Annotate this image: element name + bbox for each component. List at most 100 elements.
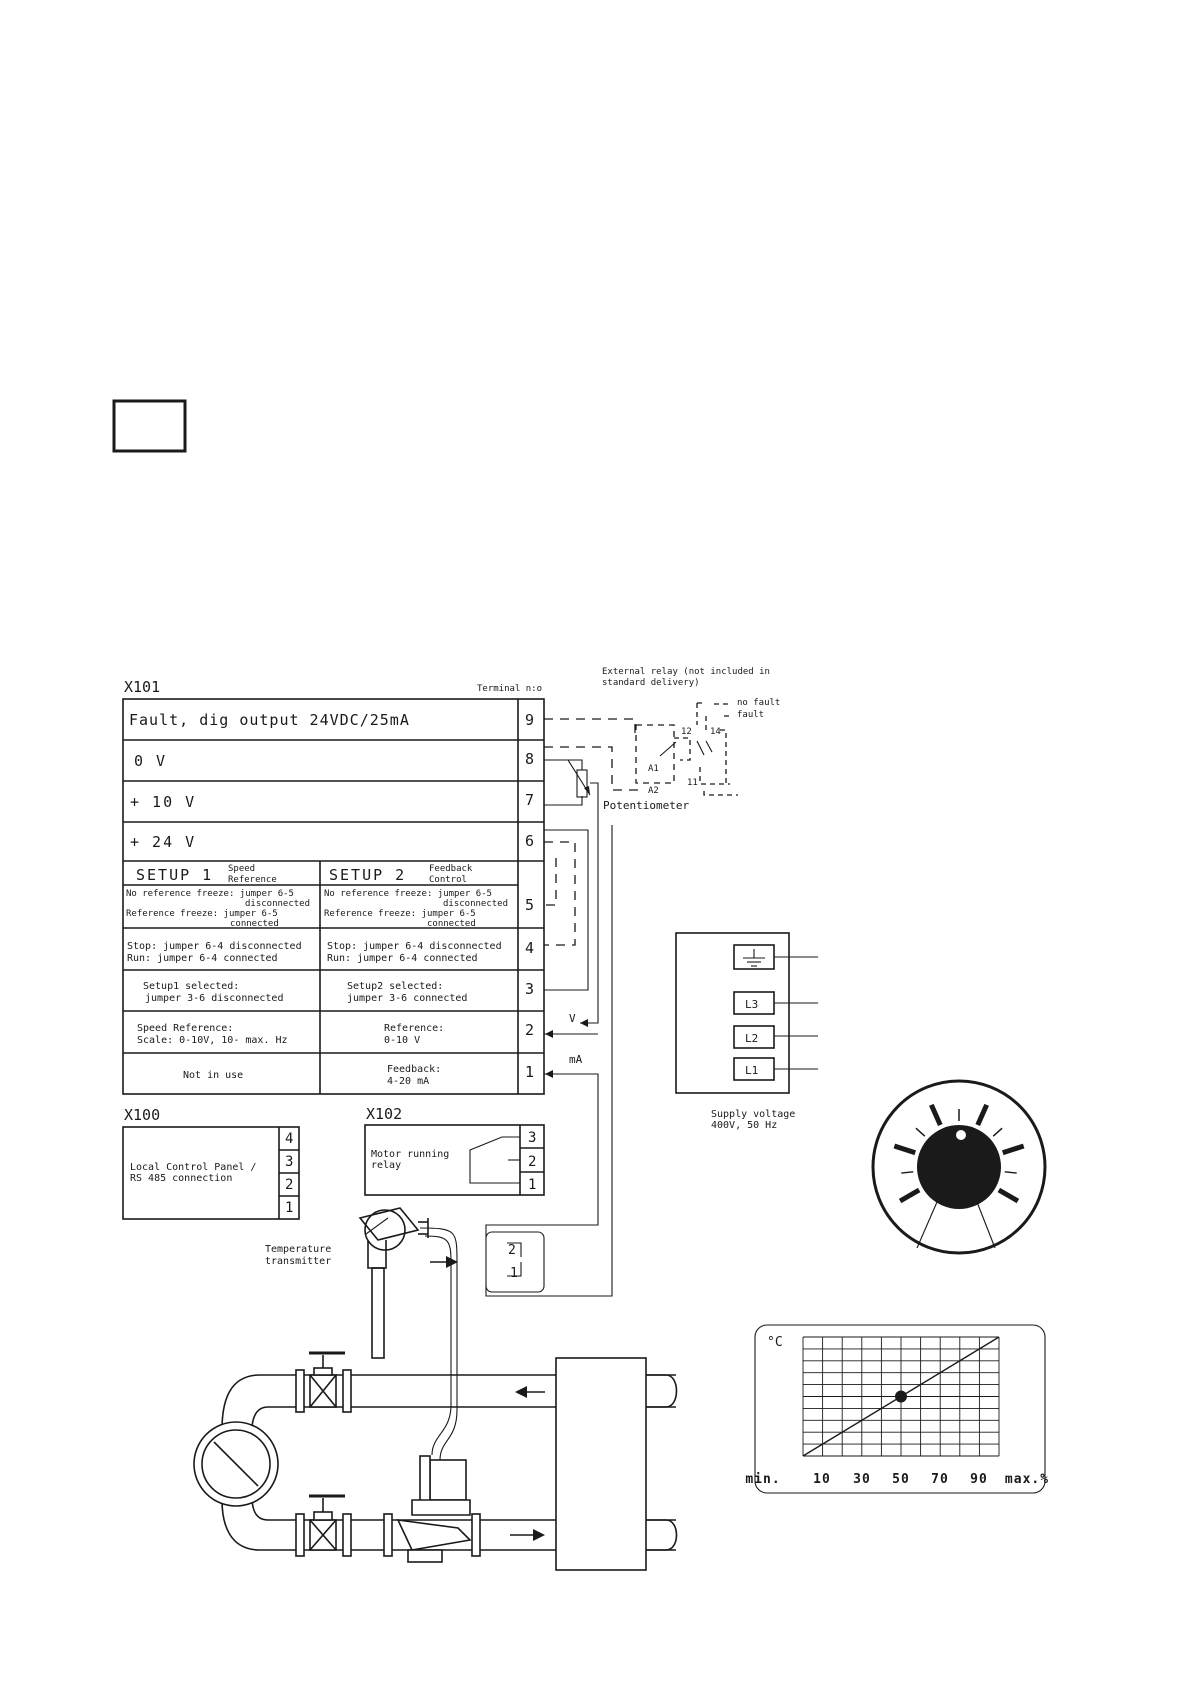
x101-terminal-block: [122, 698, 545, 1095]
flow-meter: [193, 1421, 279, 1507]
supply-label-2: 400V, 50 Hz: [711, 1120, 777, 1131]
chart-x-tick-label: 50: [892, 1472, 910, 1487]
sensor-terminal-2: 2: [508, 1243, 516, 1258]
x102-num-3: 3: [528, 1130, 536, 1146]
terminal-label: Terminal n:o: [477, 684, 542, 694]
setup2-sub2: Control: [429, 875, 467, 885]
sensor-terminal-box: [485, 1231, 545, 1293]
flow-arrow-upper: [515, 1386, 545, 1398]
chart-x-tick-label: 30: [853, 1472, 871, 1487]
chart-highlight-point: [895, 1390, 907, 1403]
row5-right-1: No reference freeze: jumper 6-5: [324, 889, 492, 899]
setup2-sub1: Feedback: [429, 864, 473, 874]
section-marker-box: [112, 399, 187, 453]
relay-caption-1: External relay (not included in: [602, 667, 770, 677]
chart-ylabel: °C: [767, 1335, 783, 1350]
temp-label-1: Temperature: [265, 1244, 331, 1255]
dial-tick: [915, 1127, 926, 1137]
setup1-sub2: Reference: [228, 875, 277, 885]
x102-block: [364, 1124, 545, 1196]
row6-label: + 24 V: [130, 833, 196, 851]
circulation-pump: [396, 1455, 472, 1563]
supply-l1: L1: [745, 1064, 758, 1077]
row4-left-1: Stop: jumper 6-4 disconnected: [127, 941, 302, 952]
supply-label-1: Supply voltage: [711, 1109, 795, 1120]
lower-valve: [295, 1494, 352, 1557]
potentiometer-symbol: [567, 759, 591, 798]
ma-label: mA: [569, 1053, 583, 1066]
row5-right-3: Reference freeze: jumper 6-5: [324, 909, 476, 919]
supply-l2: L2: [745, 1032, 758, 1045]
supply-block: [675, 932, 818, 1094]
row3-right-2: jumper 3-6 connected: [347, 993, 467, 1004]
row6-num: 6: [525, 832, 534, 850]
row3-left-2: jumper 3-6 disconnected: [145, 993, 283, 1004]
row4-num: 4: [525, 939, 534, 957]
dial-tick: [992, 1127, 1003, 1137]
row4-right-1: Stop: jumper 6-4 disconnected: [327, 941, 502, 952]
row2-left-1: Speed Reference:: [137, 1023, 233, 1034]
setup1-title: SETUP 1: [136, 866, 213, 884]
x102-title: X102: [366, 1105, 402, 1123]
row7-num: 7: [525, 791, 534, 809]
x102-text-2: relay: [371, 1160, 401, 1171]
row2-right-2: 0-10 V: [384, 1035, 420, 1046]
row2-num: 2: [525, 1021, 534, 1039]
temp-label-2: transmitter: [265, 1256, 331, 1267]
row4-right-2: Run: jumper 6-4 connected: [327, 953, 478, 964]
x100-title: X100: [124, 1106, 160, 1124]
arrow-v: [580, 1019, 588, 1027]
relay-a2: A2: [648, 786, 659, 796]
relay-t14: 14: [710, 727, 721, 737]
row3-num: 3: [525, 980, 534, 998]
x100-num-3: 3: [285, 1154, 293, 1170]
dial-tick: [898, 1187, 921, 1204]
chart-x-tick-label: max.%: [1005, 1472, 1049, 1487]
temperature-transmitter: [358, 1207, 429, 1359]
pipe-flanges: [383, 1513, 481, 1557]
relay-t11: 11: [687, 778, 698, 788]
flow-arrow-lower: [510, 1529, 545, 1541]
wiring-lines: [419, 718, 638, 1461]
relay-a1: A1: [648, 764, 659, 774]
ground-icon: [743, 949, 765, 967]
supply-l3: L3: [745, 998, 758, 1011]
row8-num: 8: [525, 750, 534, 768]
row3-right-1: Setup2 selected:: [347, 981, 443, 992]
row9-label: Fault, dig output 24VDC/25mA: [129, 711, 410, 729]
chart-x-tick-label: min.: [745, 1472, 780, 1487]
row9-num: 9: [525, 711, 534, 729]
v-label: V: [569, 1012, 576, 1025]
x100-text-1: Local Control Panel /: [130, 1162, 256, 1173]
setpoint-dial-icon: [871, 1079, 1047, 1255]
no-fault-label: no fault: [737, 698, 780, 708]
chart-x-tick-label: 90: [970, 1472, 988, 1487]
row8-label: 0 V: [134, 752, 167, 770]
row5-right-2: disconnected: [443, 899, 508, 909]
potentiometer-label: Potentiometer: [603, 799, 689, 812]
dial-tick: [997, 1187, 1020, 1204]
fault-label: fault: [737, 710, 764, 720]
sensor-terminal-1: 1: [510, 1266, 518, 1281]
dial-tick: [975, 1103, 989, 1126]
row5-left-4: connected: [230, 919, 279, 929]
flow-arrow-transmitter: [430, 1256, 458, 1268]
row5-left-1: No reference freeze: jumper 6-5: [126, 889, 294, 899]
x100-text-2: RS 485 connection: [130, 1173, 232, 1184]
relay-caption-2: standard delivery): [602, 678, 700, 688]
x100-num-4: 4: [285, 1131, 293, 1147]
row1-left-1: Not in use: [183, 1070, 243, 1081]
relay-t12: 12: [681, 727, 692, 737]
dial-tick: [929, 1103, 943, 1126]
x100-num-2: 2: [285, 1177, 293, 1193]
x101-title: X101: [124, 678, 160, 696]
row1-right-1: Feedback:: [387, 1064, 441, 1075]
row2-left-2: Scale: 0-10V, 10- max. Hz: [137, 1035, 288, 1046]
piping: [221, 1357, 678, 1571]
setup1-sub1: Speed: [228, 864, 255, 874]
dial-tick: [1001, 1143, 1025, 1156]
row1-num: 1: [525, 1063, 534, 1081]
